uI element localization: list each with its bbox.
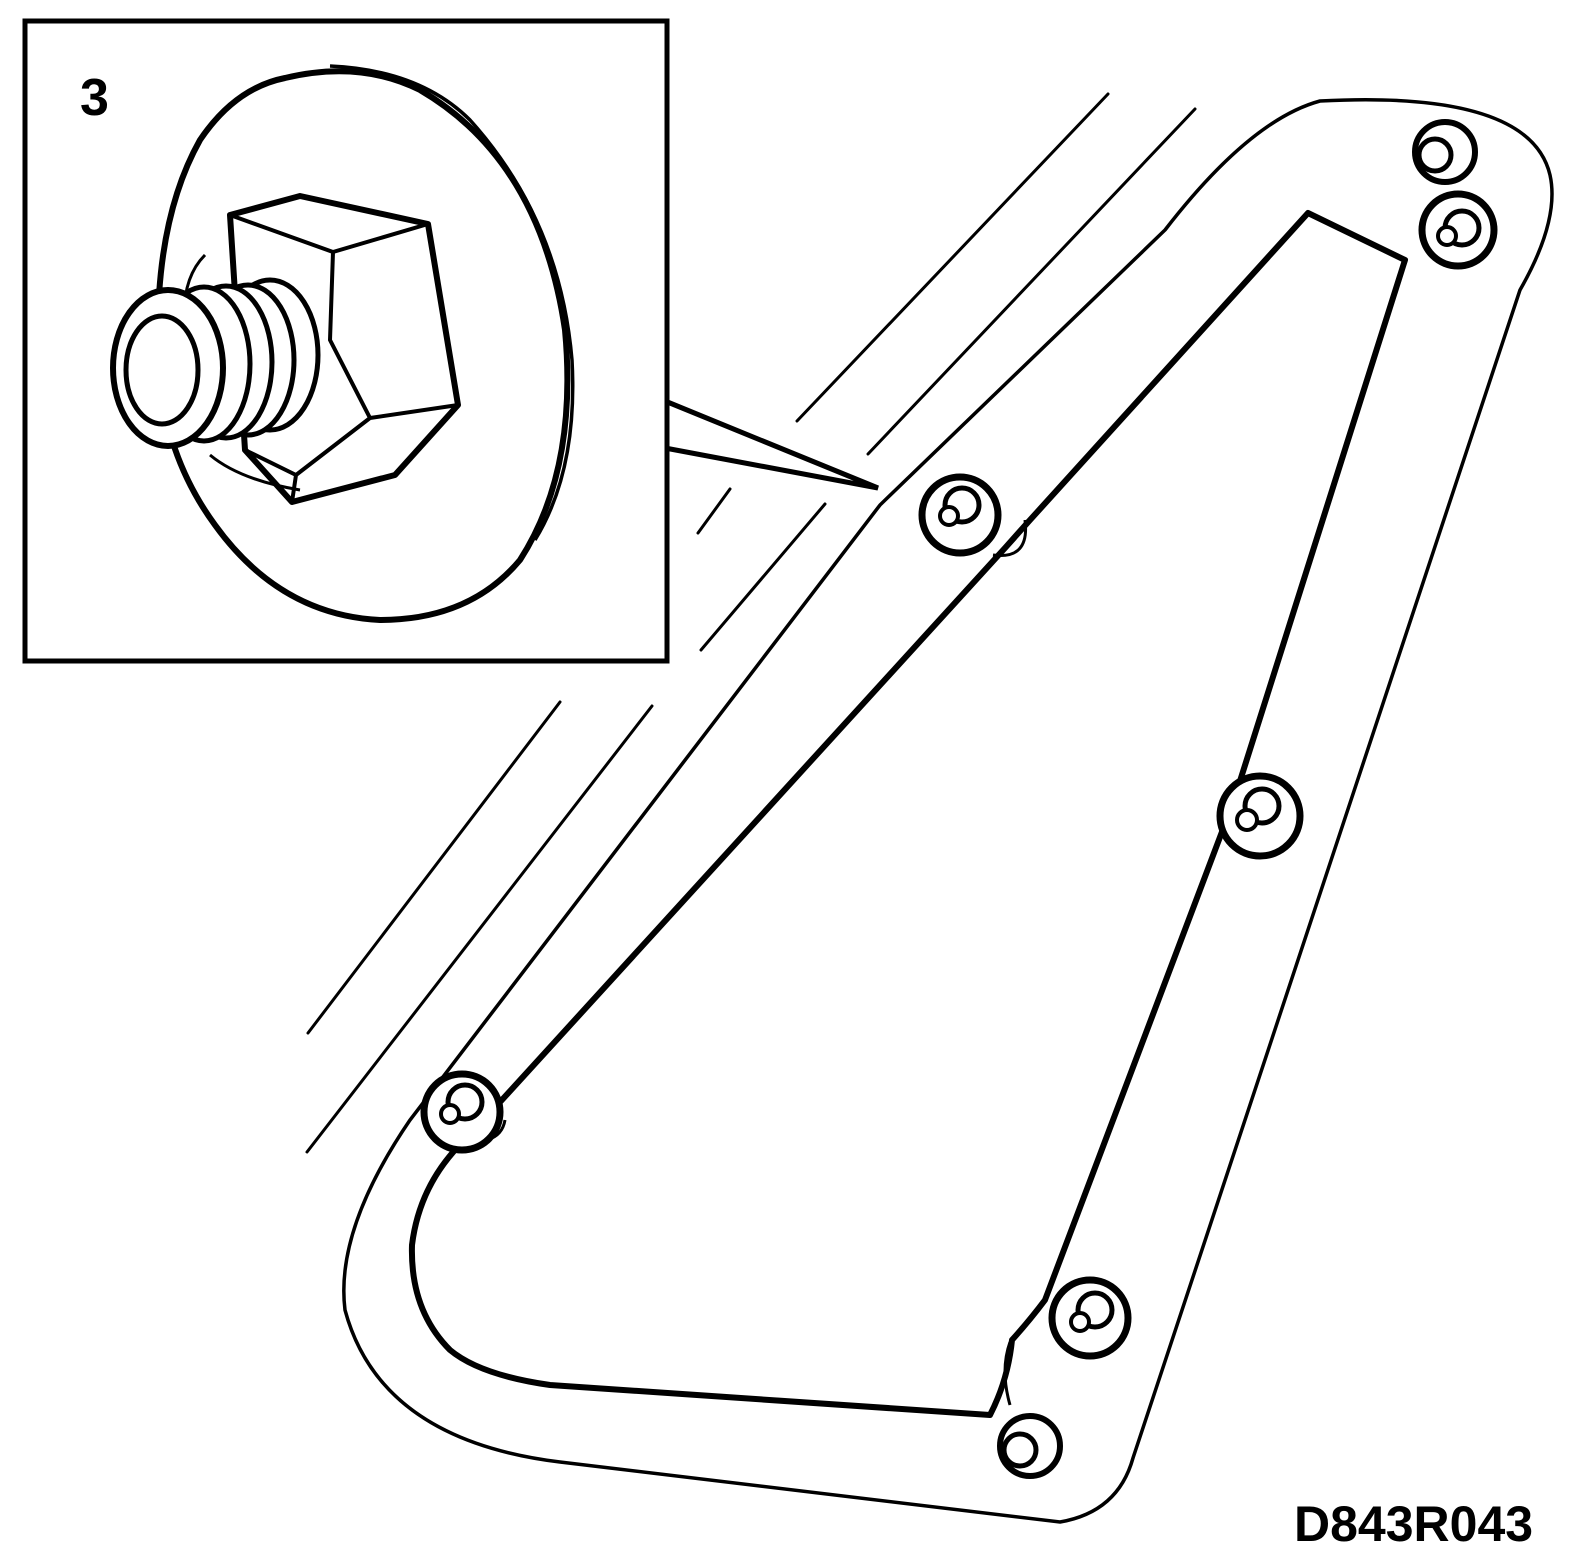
fastener-bottom-right [1048,1276,1132,1360]
inset-detail: 3 [22,18,670,664]
fastener-left-lower [420,1070,504,1154]
inset-callout-number: 3 [80,69,109,127]
fastener-middle-right [1216,772,1304,860]
fastener-top-lower [1418,190,1498,270]
background-contour-lines [305,92,1197,1154]
drawing-reference-code: D843R043 [1294,1496,1533,1552]
panel-seal-gasket [408,210,1408,1418]
callout-pointer [664,398,879,491]
inset-hex-nut-faces [229,213,459,503]
inset-threaded-stud [110,277,321,449]
inset-washer-edge [329,64,575,541]
fastener-callout-target [918,473,1002,557]
fastener-top-upper [1412,119,1478,185]
panel-outer-edge [342,97,1554,1524]
fastener-bottom [997,1413,1063,1479]
